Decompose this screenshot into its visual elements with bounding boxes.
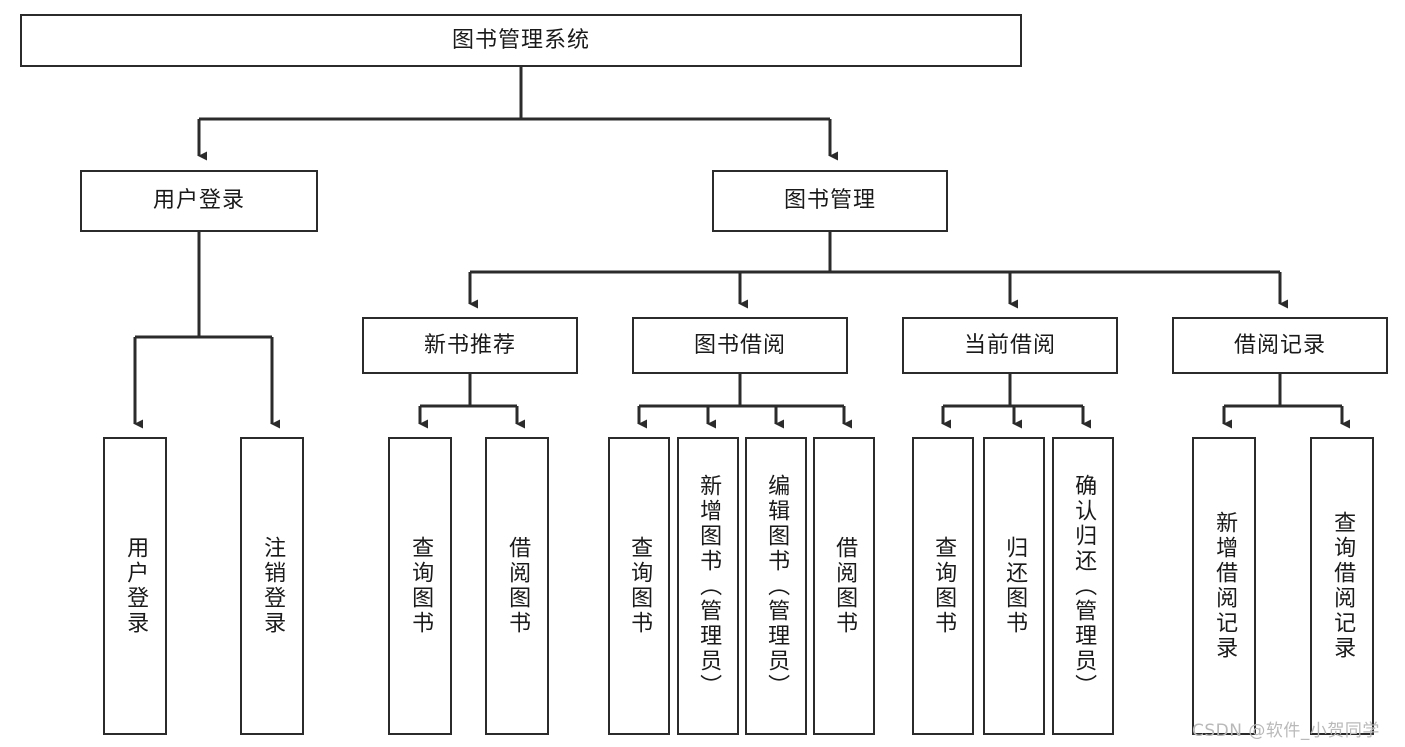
- leaf-user-login-label: 用户登录: [123, 536, 149, 636]
- node-new-book-recommend-label: 新书推荐: [423, 332, 516, 358]
- leaf-query-record[interactable]: 查询借阅记录: [1310, 437, 1374, 735]
- leaf-confirm-return-label: 确认归还（管理员）: [1071, 473, 1097, 699]
- leaf-add-record[interactable]: 新增借阅记录: [1192, 437, 1256, 735]
- leaf-borrow-book-2[interactable]: 借阅图书: [813, 437, 875, 735]
- node-new-book-recommend[interactable]: 新书推荐: [362, 317, 578, 374]
- leaf-logout[interactable]: 注销登录: [240, 437, 304, 735]
- node-book-borrow-label: 图书借阅: [693, 332, 786, 358]
- leaf-return-book[interactable]: 归还图书: [983, 437, 1045, 735]
- leaf-edit-book-label: 编辑图书（管理员）: [764, 473, 790, 699]
- node-book-manage-label: 图书管理: [783, 188, 876, 214]
- node-current-borrow-label: 当前借阅: [963, 332, 1056, 358]
- leaf-borrow-book-2-label: 借阅图书: [832, 536, 858, 636]
- leaf-query-book-2-label: 查询图书: [627, 536, 653, 636]
- leaf-query-record-label: 查询借阅记录: [1330, 511, 1356, 661]
- leaf-confirm-return[interactable]: 确认归还（管理员）: [1052, 437, 1114, 735]
- leaf-query-book-2[interactable]: 查询图书: [608, 437, 670, 735]
- node-borrow-record-label: 借阅记录: [1233, 332, 1326, 358]
- leaf-query-book-1-label: 查询图书: [408, 536, 434, 636]
- node-user-login-label: 用户登录: [152, 188, 245, 214]
- leaf-add-book[interactable]: 新增图书（管理员）: [677, 437, 739, 735]
- node-root[interactable]: 图书管理系统: [20, 14, 1022, 67]
- csdn-watermark: CSDN @软件_小贺同学: [1192, 721, 1380, 741]
- leaf-query-book-3[interactable]: 查询图书: [912, 437, 974, 735]
- leaf-return-book-label: 归还图书: [1002, 536, 1028, 636]
- leaf-edit-book[interactable]: 编辑图书（管理员）: [745, 437, 807, 735]
- node-root-label: 图书管理系统: [451, 27, 590, 53]
- node-book-borrow[interactable]: 图书借阅: [632, 317, 848, 374]
- node-user-login[interactable]: 用户登录: [80, 170, 318, 232]
- leaf-add-record-label: 新增借阅记录: [1212, 511, 1238, 661]
- leaf-user-login[interactable]: 用户登录: [103, 437, 167, 735]
- node-book-manage[interactable]: 图书管理: [712, 170, 948, 232]
- node-current-borrow[interactable]: 当前借阅: [902, 317, 1118, 374]
- leaf-logout-label: 注销登录: [260, 536, 286, 636]
- leaf-query-book-3-label: 查询图书: [931, 536, 957, 636]
- leaf-borrow-book-1[interactable]: 借阅图书: [485, 437, 549, 735]
- leaf-add-book-label: 新增图书（管理员）: [696, 473, 722, 699]
- leaf-borrow-book-1-label: 借阅图书: [505, 536, 531, 636]
- node-borrow-record[interactable]: 借阅记录: [1172, 317, 1388, 374]
- leaf-query-book-1[interactable]: 查询图书: [388, 437, 452, 735]
